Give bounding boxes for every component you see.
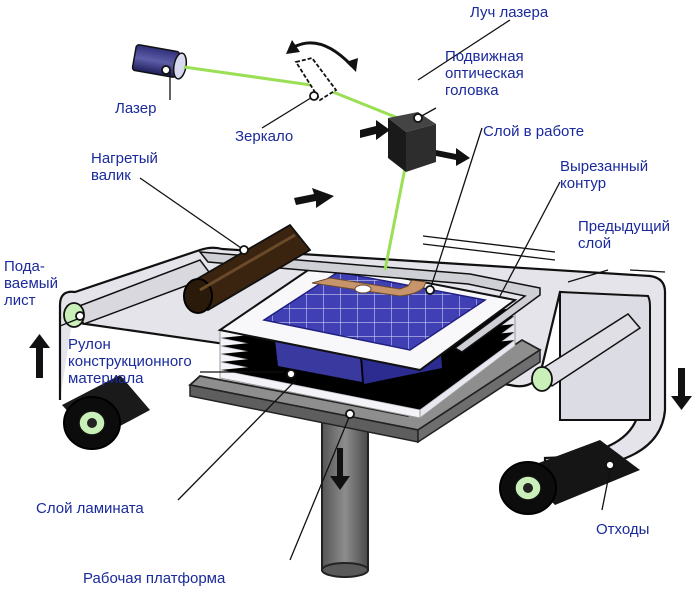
label-material-roll-line2: конструкционного [68, 353, 192, 370]
label-previous-layer: Предыдущий слой [578, 218, 670, 252]
label-fed-sheet-line1: Пода- [4, 258, 45, 275]
label-optical-head-line2: оптическая [445, 65, 524, 82]
label-layer-in-work: Слой в работе [483, 123, 585, 140]
label-cut-contour-line1: Вырезанный [560, 158, 649, 175]
label-cut-contour-line2: контур [560, 175, 607, 192]
label-laser-beam: Луч лазера [470, 4, 549, 21]
label-material-roll-line3: материала [68, 370, 144, 387]
label-optical-head: Подвижная оптическая головка [445, 48, 524, 99]
label-mirror: Зеркало [235, 128, 294, 145]
label-material-roll: Рулон конструкционного материала [68, 336, 192, 387]
platform-column [321, 419, 369, 578]
label-optical-head-line3: головка [445, 82, 499, 99]
leader-dots [75, 65, 615, 470]
left-up-arrow [29, 334, 50, 378]
label-optical-head-line1: Подвижная [445, 48, 524, 65]
heated-roller [183, 223, 312, 314]
label-work-platform: Рабочая платформа [83, 570, 226, 587]
label-heated-roller-line1: Нагретый [91, 150, 158, 167]
label-fed-sheet: Пода- ваемый лист [4, 258, 58, 309]
material-roll [62, 375, 150, 450]
optical-head [360, 112, 470, 172]
label-material-roll-line1: Рулон [68, 336, 111, 353]
mirror [286, 40, 358, 102]
label-fed-sheet-line2: ваемый [4, 275, 58, 292]
label-cut-contour: Вырезанный контур [560, 158, 648, 192]
label-fed-sheet-line3: лист [4, 292, 36, 309]
cutting-frame [198, 251, 541, 353]
label-heated-roller-line2: валик [91, 167, 131, 184]
column-down-arrow [330, 448, 350, 490]
waste-roll [499, 440, 640, 515]
work-platform [188, 338, 542, 444]
roller-motion-arrow [294, 188, 334, 208]
right-down-arrow [671, 368, 692, 410]
laser-device [131, 44, 188, 80]
label-laminate-layer: Слой ламината [36, 500, 144, 517]
label-heated-roller: Нагретый валик [91, 150, 158, 184]
front-right-roller [531, 313, 642, 392]
label-previous-layer-line2: слой [578, 235, 612, 252]
label-previous-layer-line1: Предыдущий [578, 218, 671, 235]
leader-lines [59, 19, 666, 561]
label-waste: Отходы [596, 521, 650, 538]
label-laser: Лазер [115, 100, 157, 117]
